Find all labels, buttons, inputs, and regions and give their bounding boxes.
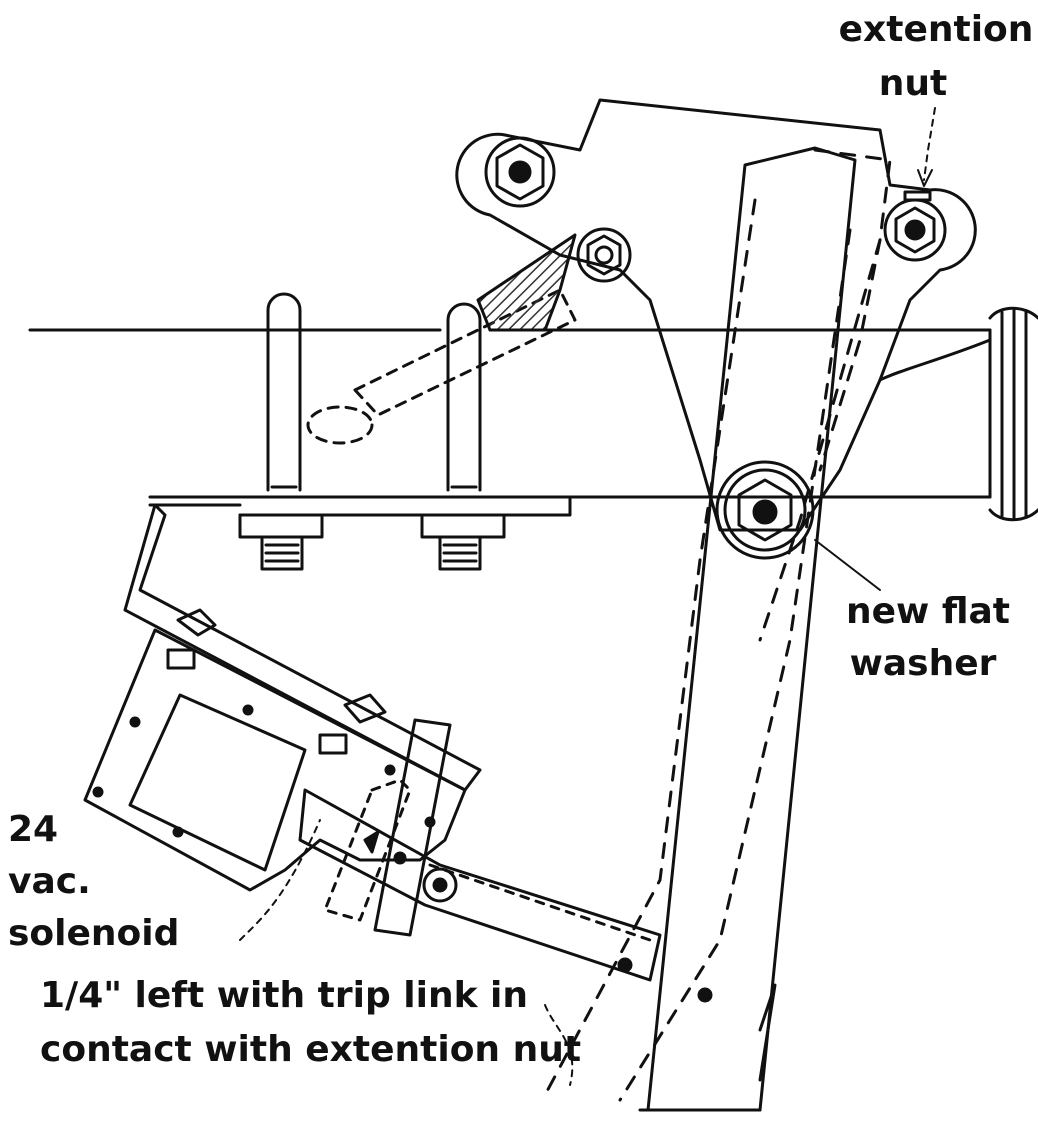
center-pivot-bolt [715, 460, 815, 560]
trip-link-dashed [323, 778, 652, 942]
label-solenoid-line2: vac. [8, 861, 91, 902]
label-solenoid-line1: 24 [8, 809, 59, 850]
label-trip-note-line1: 1/4" left with trip link in [40, 975, 529, 1016]
hatched-arm [476, 233, 577, 332]
solenoid-body [83, 608, 467, 892]
label-extention-nut-line1: extention [838, 9, 1034, 50]
label-new-flat-washer-line1: new flat [845, 591, 1011, 632]
lever-dashed-position [543, 148, 892, 1102]
label-trip-note-line2: contact with extention nut [40, 1029, 582, 1070]
leader-lines [239, 107, 936, 1086]
trip-link [298, 718, 713, 1003]
shaft-coupling [988, 306, 1038, 522]
horizontal-shaft [28, 328, 992, 499]
mounting-plate [238, 495, 572, 571]
label-solenoid-line3: solenoid [8, 913, 180, 954]
left-post [266, 292, 302, 492]
long-lever [638, 146, 857, 1112]
middle-post [446, 302, 482, 492]
extention-nut-bolt [883, 190, 947, 262]
pivot-bolt-left [484, 136, 556, 208]
label-extention-nut-line2: nut [878, 63, 948, 104]
pivot-bolt-middle [576, 227, 632, 283]
solenoid-bracket [123, 503, 482, 792]
label-new-flat-washer-line2: washer [849, 643, 997, 684]
